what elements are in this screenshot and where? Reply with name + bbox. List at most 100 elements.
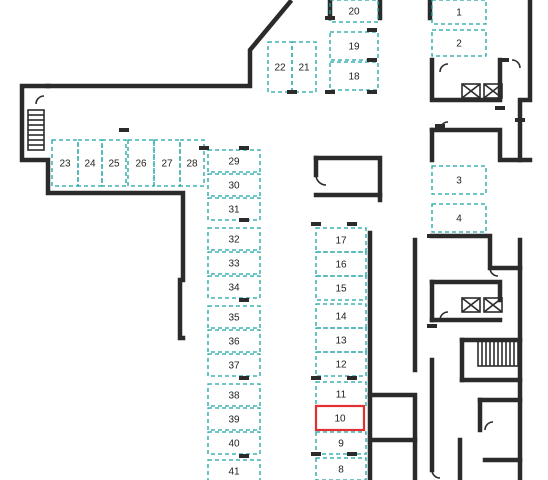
parking-space-12[interactable]: 12 [315, 351, 367, 377]
column-marker [427, 234, 437, 238]
space-outline [315, 275, 367, 301]
space-outline [431, 29, 487, 57]
space-number: 20 [348, 7, 360, 18]
space-number: 30 [228, 181, 240, 192]
parking-space-30[interactable]: 30 [207, 173, 261, 197]
parking-space-37[interactable]: 37 [207, 353, 261, 377]
space-number: 25 [108, 159, 120, 170]
parking-space-40[interactable]: 40 [207, 431, 261, 455]
parking-space-38[interactable]: 38 [207, 383, 261, 407]
space-number: 12 [335, 360, 347, 371]
space-outline [315, 457, 367, 480]
space-outline [431, 165, 487, 195]
parking-space-2[interactable]: 2 [431, 29, 487, 57]
parking-space-39[interactable]: 39 [207, 407, 261, 431]
space-number: 3 [456, 176, 462, 187]
space-outline [207, 383, 261, 407]
parking-space-20[interactable]: 20 [329, 0, 379, 23]
space-number: 32 [228, 235, 240, 246]
parking-space-25[interactable]: 25 [101, 139, 127, 187]
space-outline [207, 149, 261, 173]
space-outline [207, 251, 261, 275]
space-number: 27 [161, 159, 173, 170]
space-number: 2 [456, 39, 462, 50]
parking-space-26[interactable]: 26 [127, 139, 155, 187]
space-number: 4 [456, 214, 462, 225]
space-number: 15 [335, 284, 347, 295]
space-outline [207, 173, 261, 197]
parking-space-32[interactable]: 32 [207, 227, 261, 251]
space-number: 33 [228, 259, 240, 270]
parking-space-17[interactable]: 17 [315, 227, 367, 253]
parking-space-16[interactable]: 16 [315, 251, 367, 277]
space-outline [51, 139, 79, 187]
space-number: 8 [338, 465, 344, 476]
parking-space-33[interactable]: 33 [207, 251, 261, 275]
parking-space-4[interactable]: 4 [431, 203, 487, 233]
space-number: 16 [335, 260, 347, 271]
space-number: 34 [228, 283, 240, 294]
space-outline [153, 139, 181, 187]
space-number: 9 [338, 439, 344, 450]
parking-space-21[interactable]: 21 [291, 41, 317, 93]
elevator-top [461, 83, 503, 99]
column-marker [427, 324, 437, 328]
selected-space-outline [314, 404, 366, 432]
parking-space-14[interactable]: 14 [315, 303, 367, 329]
parking-space-9[interactable]: 9 [315, 431, 367, 455]
parking-space-35[interactable]: 35 [207, 305, 261, 329]
parking-space-15[interactable]: 15 [315, 275, 367, 301]
space-number: 19 [348, 42, 360, 53]
parking-space-10[interactable]: 10 [314, 404, 366, 432]
parking-space-18[interactable]: 18 [329, 61, 379, 91]
space-number: 17 [335, 236, 347, 247]
parking-space-27[interactable]: 27 [153, 139, 181, 187]
parking-space-11[interactable]: 11 [315, 381, 367, 407]
space-number: 35 [228, 313, 240, 324]
parking-space-19[interactable]: 19 [329, 31, 379, 61]
parking-space-8[interactable]: 8 [315, 457, 367, 480]
stairs-left [27, 109, 45, 151]
column-marker [239, 298, 249, 302]
column-marker [495, 106, 505, 110]
parking-space-13[interactable]: 13 [315, 327, 367, 353]
space-outline [329, 61, 379, 91]
column-marker [239, 454, 249, 458]
space-outline [207, 353, 261, 377]
parking-space-41[interactable]: 41 [207, 459, 261, 480]
parking-space-31[interactable]: 31 [207, 197, 261, 221]
column-marker [367, 58, 377, 62]
space-outline [207, 431, 261, 455]
space-outline [431, 203, 487, 233]
space-outline [207, 275, 261, 299]
parking-space-24[interactable]: 24 [77, 139, 103, 187]
building-walls [19, 0, 533, 480]
space-outline [291, 41, 317, 93]
parking-space-3[interactable]: 3 [431, 165, 487, 195]
parking-space-1[interactable]: 1 [431, 0, 487, 25]
parking-space-28[interactable]: 28 [179, 139, 205, 187]
column-marker [239, 376, 249, 380]
space-outline [207, 197, 261, 221]
space-number: 31 [228, 205, 240, 216]
column-marker [199, 146, 209, 150]
column-marker [367, 28, 377, 32]
space-outline [431, 0, 487, 25]
column-marker [435, 124, 445, 128]
column-marker [239, 146, 249, 150]
column-marker [367, 90, 377, 94]
parking-space-36[interactable]: 36 [207, 329, 261, 353]
stairs-right [477, 339, 519, 367]
column-marker [499, 58, 509, 62]
space-outline [207, 227, 261, 251]
space-number: 26 [135, 159, 147, 170]
parking-space-29[interactable]: 29 [207, 149, 261, 173]
space-outline [329, 0, 379, 23]
parking-space-23[interactable]: 23 [51, 139, 79, 187]
parking-space-34[interactable]: 34 [207, 275, 261, 299]
column-marker [239, 218, 249, 222]
parking-space-22[interactable]: 22 [267, 41, 293, 93]
space-number: 22 [274, 63, 286, 74]
